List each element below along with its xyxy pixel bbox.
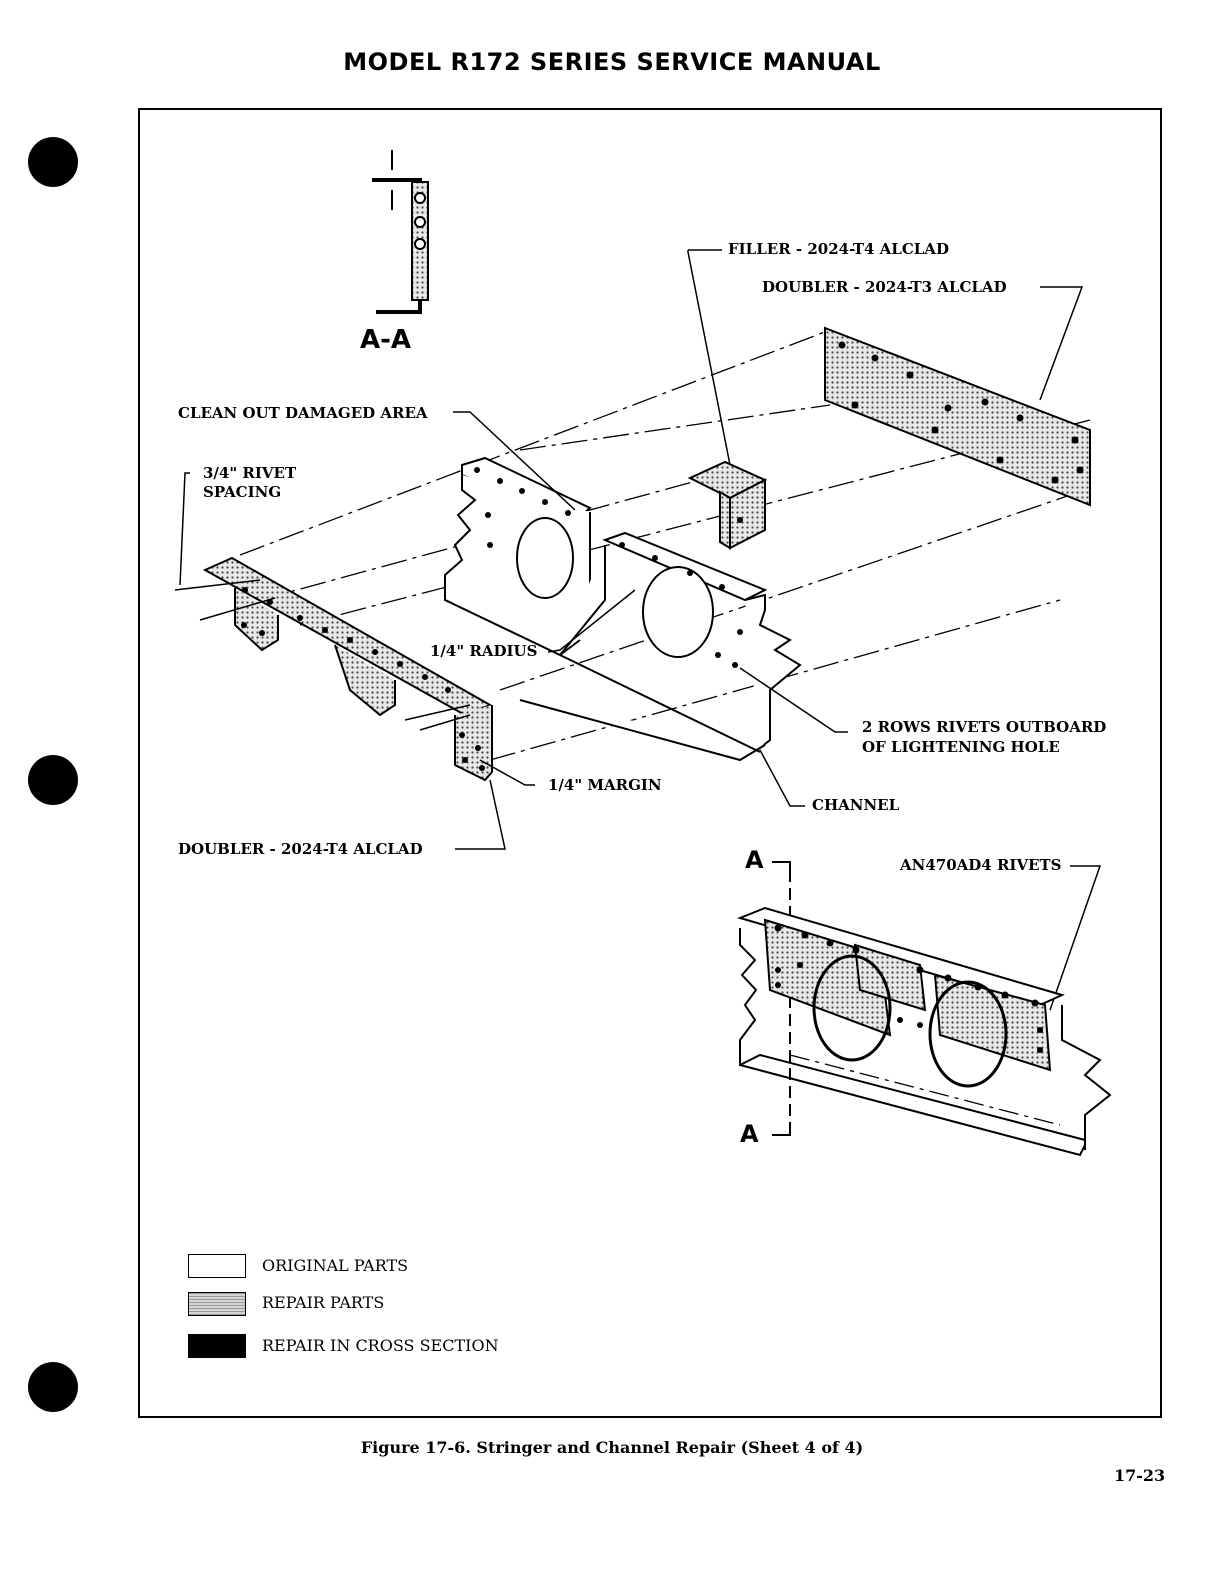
filler-part [687, 460, 768, 550]
assembled-view [736, 870, 1112, 1157]
section-aa-detail [372, 150, 429, 314]
legend-swatch-original [188, 1254, 246, 1278]
binder-hole-bottom [28, 1362, 78, 1412]
section-aa-label: A-A [360, 325, 412, 355]
label-margin: 1/4" MARGIN [548, 776, 662, 794]
label-an-rivets: AN470AD4 RIVETS [900, 856, 1062, 874]
label-radius: 1/4" RADIUS [430, 642, 538, 660]
legend-swatch-cross-section [188, 1334, 246, 1358]
leader-lines [179, 249, 1102, 1011]
section-marker-bottom: A [740, 1120, 759, 1148]
assembled-rivets [774, 924, 1043, 1053]
label-clean-out: CLEAN OUT DAMAGED AREA [178, 404, 428, 422]
section-arrows [772, 861, 791, 1136]
label-rivet-spacing-1: 3/4" RIVET [203, 464, 297, 482]
channel-original [444, 456, 802, 762]
legend-label-original: ORIGINAL PARTS [262, 1256, 409, 1275]
figure-frame [138, 108, 1162, 1418]
label-filler: FILLER - 2024-T4 ALCLAD [728, 240, 949, 258]
section-marker-top: A [745, 846, 764, 874]
doubler-t3-plate [824, 326, 1091, 507]
binder-hole-middle [28, 755, 78, 805]
label-doubler-t4: DOUBLER - 2024-T4 ALCLAD [178, 840, 423, 858]
figure-caption: Figure 17-6. Stringer and Channel Repair… [360, 1438, 864, 1457]
page-number: 17-23 [1114, 1466, 1166, 1485]
dimension-arrows [174, 579, 471, 731]
channel-rivet-holes [474, 467, 743, 668]
label-two-rows-1: 2 ROWS RIVETS OUTBOARD [862, 718, 1107, 736]
legend-label-cross-section: REPAIR IN CROSS SECTION [262, 1336, 499, 1355]
label-rivet-spacing-2: SPACING [203, 483, 282, 501]
label-channel: CHANNEL [812, 796, 900, 814]
doubler-t4-part [202, 556, 493, 782]
legend-swatch-repair [188, 1292, 246, 1316]
label-doubler-t3: DOUBLER - 2024-T3 ALCLAD [762, 278, 1007, 296]
page-header-title: MODEL R172 SERIES SERVICE MANUAL [343, 48, 881, 76]
label-two-rows-2: OF LIGHTENING HOLE [862, 738, 1060, 756]
binder-hole-top [28, 137, 78, 187]
legend-label-repair: REPAIR PARTS [262, 1293, 385, 1312]
